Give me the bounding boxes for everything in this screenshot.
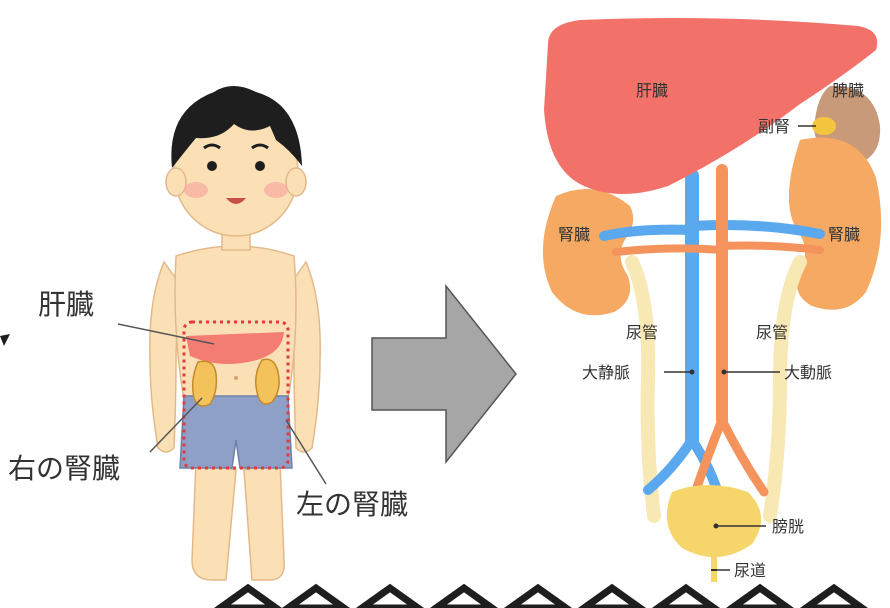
boy-eye-right — [255, 161, 265, 171]
boy-eye-left — [207, 161, 217, 171]
boy-navel — [234, 376, 238, 380]
bladder-shape — [667, 485, 761, 557]
label-liver-anatomy: 肝臓 — [636, 81, 668, 100]
label-kidney-left-side: 腎臓 — [558, 225, 590, 244]
boy-right-kidney-overlay — [193, 361, 217, 406]
anatomy-diagram — [543, 18, 881, 582]
ureter-left-shape — [632, 262, 654, 516]
ureter-right-shape — [770, 262, 800, 516]
bottom-zigzag-decoration — [220, 588, 862, 608]
label-ureter-left: 尿管 — [626, 323, 658, 342]
label-kidney-right-side: 腎臓 — [828, 225, 860, 244]
dot-aorta — [722, 370, 727, 375]
boy-ear-left — [166, 168, 186, 196]
dot-vena-cava — [690, 370, 695, 375]
label-urethra: 尿道 — [734, 561, 766, 580]
label-ureter-right: 尿管 — [756, 323, 788, 342]
boy-left-kidney-overlay — [256, 359, 279, 404]
boy-legs — [192, 462, 284, 580]
label-aorta: 大動脈 — [784, 363, 832, 382]
label-adrenal: 副腎 — [758, 117, 790, 136]
label-left-kidney-body: 左の腎臓 — [296, 488, 408, 521]
kidney-right-side-shape — [789, 138, 881, 310]
boy-figure — [150, 86, 320, 580]
label-bladder: 膀胱 — [772, 517, 804, 536]
boy-cheek-left — [184, 182, 208, 198]
dot-bladder — [714, 524, 719, 529]
right-arrow-icon — [372, 286, 516, 462]
label-right-kidney-body: 右の腎臓 — [8, 452, 120, 485]
label-vena-cava: 大静脈 — [582, 363, 630, 382]
label-liver-body: 肝臓 — [38, 288, 94, 321]
label-spleen: 脾臓 — [832, 81, 864, 100]
boy-shorts — [180, 396, 292, 468]
boy-ear-right — [286, 168, 306, 196]
boy-cheek-right — [264, 182, 288, 198]
edge-chevron-icon — [0, 334, 10, 346]
